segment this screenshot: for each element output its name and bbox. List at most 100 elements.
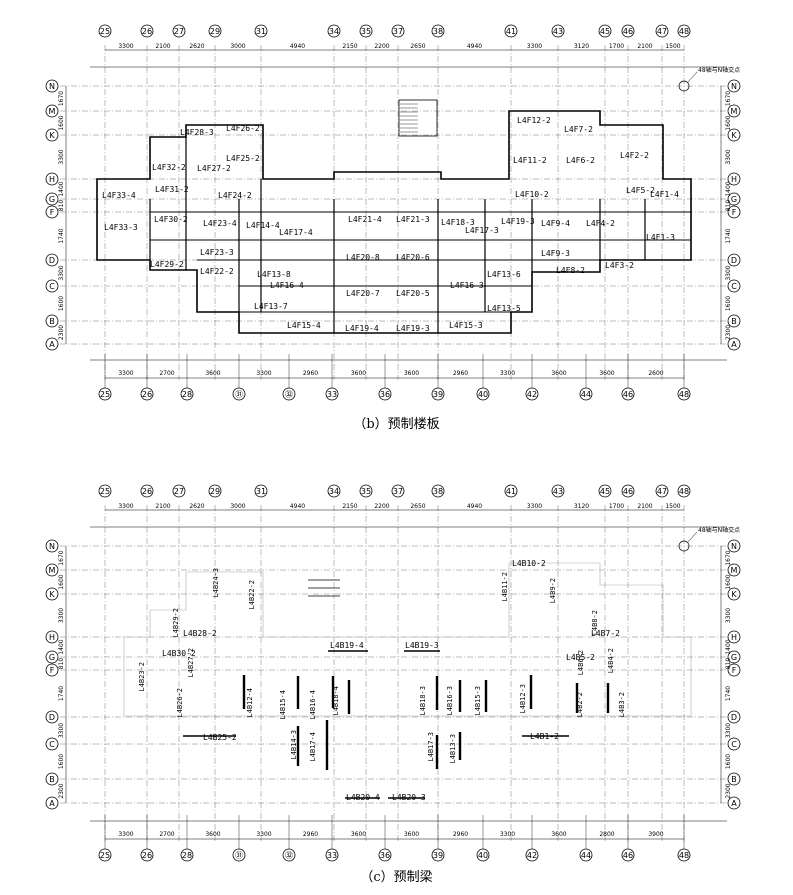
axis-circle: [727, 279, 741, 293]
axis-circle: [359, 484, 373, 498]
axis-bubble-top: 43: [551, 484, 565, 498]
axis-label: 35: [361, 27, 371, 36]
axis-bubble-top: 31: [254, 24, 268, 38]
axis-circle: [254, 24, 268, 38]
axis-bubble-bottom: 36: [378, 848, 392, 862]
axis-circle: [359, 24, 373, 38]
dimension-text: 3300: [725, 723, 732, 738]
axis-circle: [579, 848, 593, 862]
axis-label: G: [49, 195, 55, 204]
dimension-text: 2650: [410, 503, 425, 510]
axis-circle: [551, 24, 565, 38]
slab-label: L4F14-4: [246, 221, 280, 230]
beam-label: L4B12-3: [519, 684, 527, 714]
axis-label: 47: [657, 27, 667, 36]
axis-label: H: [49, 175, 55, 184]
axis-circle: [45, 563, 59, 577]
dimension-text: 3600: [599, 370, 614, 377]
axis-label: 44: [581, 390, 591, 399]
slab-label: L4F1-4: [650, 190, 679, 199]
axis-circle: [621, 24, 635, 38]
axis-label: 37: [393, 487, 403, 496]
dimension-text: 3300: [118, 831, 133, 838]
beam-label: L4B14-3: [290, 730, 298, 760]
axis-bubble-right: H: [727, 630, 741, 644]
axis-circle: [727, 253, 741, 267]
axis-bubble-right: M: [727, 104, 741, 118]
slab-label: L4F13-6: [487, 270, 521, 279]
dimension-text: 3600: [205, 370, 220, 377]
axis-bubble-top: 48: [677, 24, 691, 38]
beam-label: L4B8-2: [591, 610, 599, 635]
dimension-text: 2700: [159, 831, 174, 838]
axis-label: 40: [478, 390, 488, 399]
axis-circle: [598, 24, 612, 38]
axis-label: C: [731, 740, 737, 749]
axis-label: A: [731, 340, 737, 349]
axis-bubble-right: C: [727, 737, 741, 751]
axis-label: 26: [142, 390, 152, 399]
axis-label: 31: [256, 27, 266, 36]
axis-bubble-right: N: [727, 79, 741, 93]
beam-label: L4B22-2: [248, 580, 256, 610]
slab-label: L4F9-3: [541, 249, 570, 258]
dimension-text: 1600: [58, 115, 65, 130]
dimension-text: 810: [725, 658, 732, 670]
axis-label: ㉛: [235, 851, 243, 860]
axis-circle: [208, 24, 222, 38]
axis-bubble-top: 48: [677, 484, 691, 498]
dimension-text: 1600: [725, 574, 732, 589]
axis-bubble-bottom: ㉛: [232, 848, 246, 862]
axis-label: 45: [600, 27, 610, 36]
building-outline: [96, 110, 692, 334]
axis-bubble-bottom: ㉜: [282, 387, 296, 401]
dimension-text: 2100: [155, 503, 170, 510]
axis-bubble-left: N: [45, 79, 59, 93]
axis-circle: [327, 484, 341, 498]
axis-circle: [172, 24, 186, 38]
dimension-text: 2300: [725, 783, 732, 798]
axis-bubble-top: 27: [172, 24, 186, 38]
axis-circle: [45, 737, 59, 751]
axis-circle: [232, 387, 246, 401]
axis-label: 46: [623, 487, 633, 496]
axis-circle: [325, 848, 339, 862]
axis-label: F: [732, 208, 737, 217]
dimension-text: 1740: [58, 228, 65, 243]
axis-circle: [727, 772, 741, 786]
axis-bubble-right: F: [727, 663, 741, 677]
leader-line: [687, 71, 698, 83]
slab-label: L4F12-2: [517, 116, 551, 125]
beam-label: L4B1-2: [530, 732, 559, 741]
dimension-text: 3300: [527, 43, 542, 50]
dimension-text: 3600: [351, 831, 366, 838]
axis-bubble-bottom: 48: [677, 848, 691, 862]
axis-bubble-left: F: [45, 205, 59, 219]
axis-bubble-right: C: [727, 279, 741, 293]
beam-label: L4B15-4: [279, 690, 287, 720]
axis-label: C: [49, 282, 55, 291]
slab-label: L4F16-4: [270, 281, 304, 290]
dimension-text: 3300: [118, 43, 133, 50]
axis-circle: [476, 848, 490, 862]
axis-label: 46: [623, 390, 633, 399]
axis-circle: [677, 484, 691, 498]
axis-label: 28: [182, 390, 192, 399]
axis-bubble-bottom: 39: [431, 848, 445, 862]
axis-circle: [598, 484, 612, 498]
dimension-text: 1600: [722, 0, 737, 2]
axis-circle: [140, 24, 154, 38]
axis-circle: [551, 484, 565, 498]
axis-label: 43: [553, 27, 563, 36]
axis-label: 25: [100, 27, 110, 36]
axis-circle: [727, 104, 741, 118]
slab-label: L4F33-4: [102, 191, 136, 200]
axis-bubble-bottom: 44: [579, 387, 593, 401]
axis-label: 46: [623, 27, 633, 36]
axis-circle: [98, 24, 112, 38]
dimension-text: 1400: [58, 181, 65, 196]
axis-label: B: [49, 775, 55, 784]
axis-circle: [45, 772, 59, 786]
dimension-text: 1400: [725, 639, 732, 654]
